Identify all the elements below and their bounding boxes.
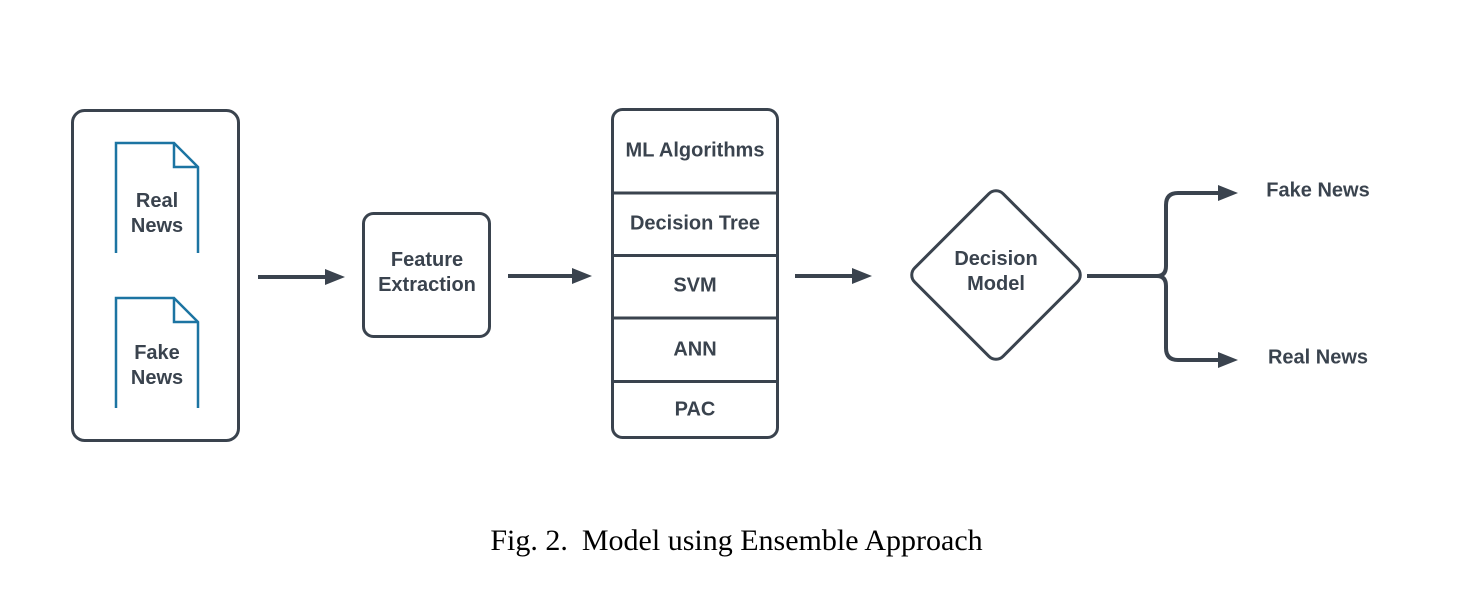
decision-model-label: Decision Model <box>954 248 1038 295</box>
ml-algorithms-stack-box <box>611 108 779 439</box>
decision-model-diamond <box>910 189 1082 361</box>
figure-caption-title: Model using Ensemble Approach <box>581 524 983 557</box>
output-real-news-label: Real News <box>1267 346 1369 369</box>
ml-stack-row-ann: ANN <box>673 338 717 361</box>
output-fake-news-label: Fake News <box>1266 179 1370 202</box>
feature-extraction-label: Feature Extraction <box>378 249 476 296</box>
input-container-box <box>71 109 240 442</box>
feature-extraction-box <box>362 212 491 338</box>
ml-stack-row-svm: SVM <box>673 274 717 297</box>
ml-stack-row-pac: PAC <box>674 398 716 421</box>
fake-news-document-icon <box>114 296 200 408</box>
figure-caption: Fig. 2. Model using Ensemble Approach <box>0 524 1473 558</box>
real-news-doc-label: Real News <box>130 190 184 237</box>
arrow-feature-extraction-to-ml-stack <box>508 268 592 284</box>
arrow-input-to-feature-extraction <box>258 269 345 285</box>
arrow-ml-stack-to-decision-model <box>795 268 872 284</box>
split-arrow-to-real-news <box>1156 274 1238 368</box>
split-arrow-to-fake-news <box>1156 185 1238 278</box>
fake-news-doc-label: Fake News <box>130 342 184 389</box>
ml-stack-row-decision-tree: Decision Tree <box>629 212 761 235</box>
figure-caption-number: Fig. 2. <box>490 524 568 557</box>
real-news-document-icon <box>114 141 200 253</box>
ml-stack-header-label: ML Algorithms <box>625 139 765 162</box>
